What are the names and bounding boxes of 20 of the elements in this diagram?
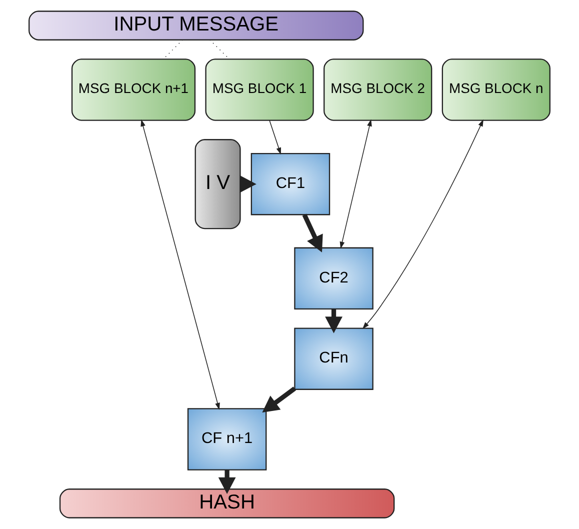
node-box: HASH [59,488,395,518]
node-box: CF1 [250,152,330,216]
arrow [269,120,282,155]
node-box: CFn [294,328,374,390]
node-box: INPUT MESSAGE [28,10,364,40]
node-box: MSG BLOCK n [442,58,550,121]
arrow [362,119,484,330]
node-box: MSG BLOCK 2 [324,58,432,121]
connector [163,40,183,60]
arrow [262,386,296,413]
node-box: MSG BLOCK 1 [205,58,314,121]
node-box: CF n+1 [187,408,267,470]
node-box: MSG BLOCK n+1 [71,58,196,121]
arrow [140,119,220,410]
node-box: CF2 [294,247,374,310]
arrow [302,214,323,252]
arrow [218,470,236,494]
arrow [340,119,372,249]
connector [210,40,230,60]
arrow [325,309,342,334]
